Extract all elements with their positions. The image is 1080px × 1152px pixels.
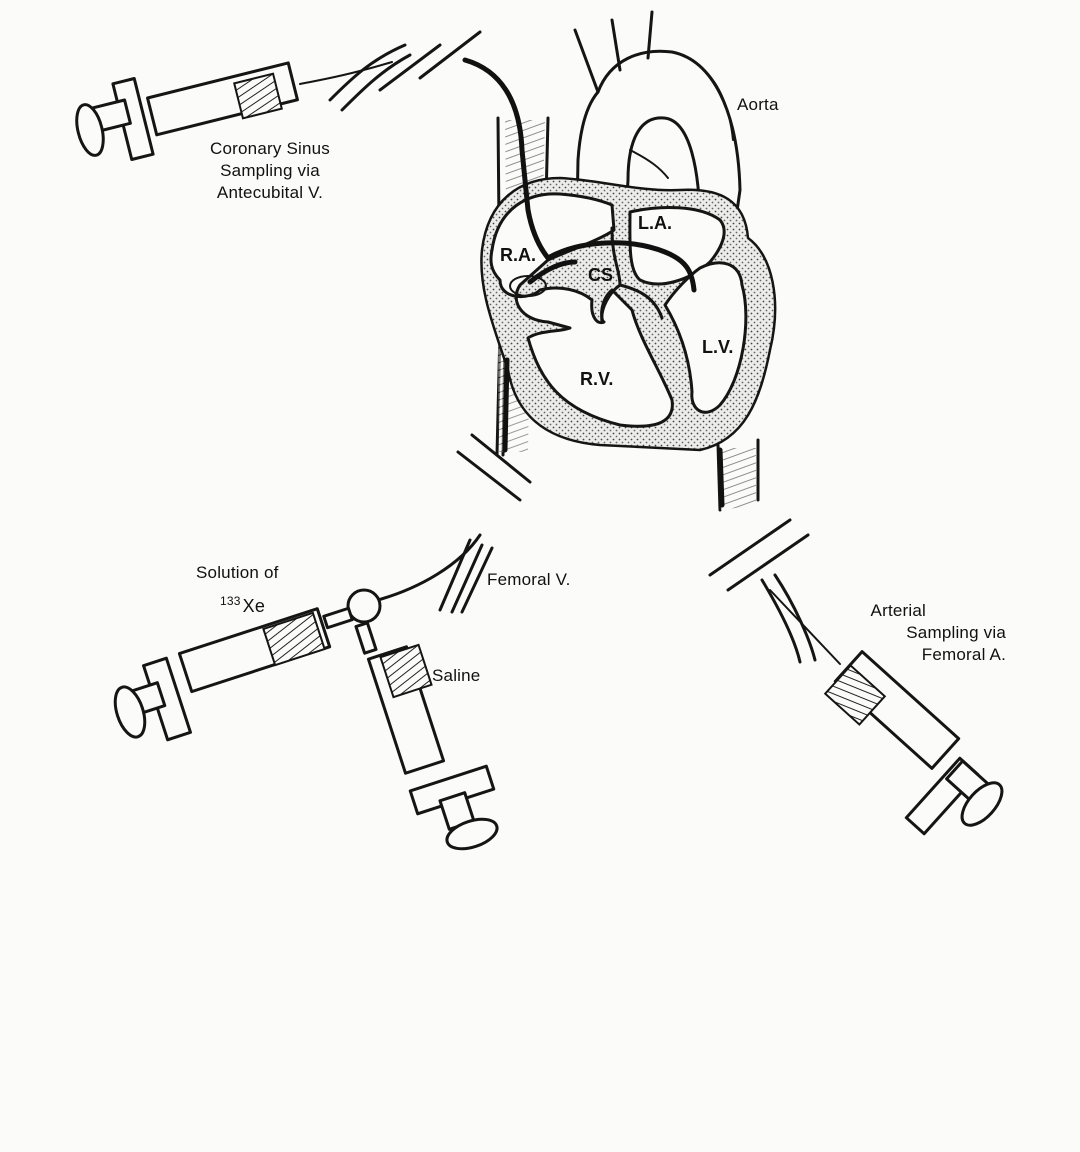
left-ventricle-label: L.V. bbox=[702, 336, 733, 358]
coronary-sinus-label-line2: Sampling via bbox=[190, 160, 350, 182]
coronary-sinus-label-line1: Coronary Sinus bbox=[190, 138, 350, 160]
right-ventricle-label: R.V. bbox=[580, 368, 613, 390]
arterial-label-line2: Sampling via bbox=[846, 622, 1006, 644]
arterial-label-line3: Femoral A. bbox=[846, 644, 1006, 666]
aorta-label: Aorta bbox=[737, 94, 779, 116]
coronary-sinus-chamber-label: CS bbox=[588, 264, 613, 286]
xenon-symbol: Xe bbox=[243, 596, 265, 616]
xenon-syringe-assembly bbox=[110, 535, 501, 854]
femoral-vein-label: Femoral V. bbox=[487, 569, 571, 591]
coronary-sinus-label: Coronary Sinus Sampling via Antecubital … bbox=[190, 138, 350, 204]
saline-label: Saline bbox=[432, 665, 480, 687]
xenon-mass-number: 133 bbox=[220, 594, 241, 608]
right-atrium-label: R.A. bbox=[500, 244, 536, 266]
heart bbox=[481, 178, 775, 450]
arterial-sampling-label: Arterial Sampling via Femoral A. bbox=[846, 600, 1006, 666]
solution-label: Solution of bbox=[196, 562, 279, 584]
left-atrium-label: L.A. bbox=[638, 212, 672, 234]
arterial-label-line1: Arterial bbox=[846, 600, 1006, 622]
coronary-sinus-label-line3: Antecubital V. bbox=[190, 182, 350, 204]
